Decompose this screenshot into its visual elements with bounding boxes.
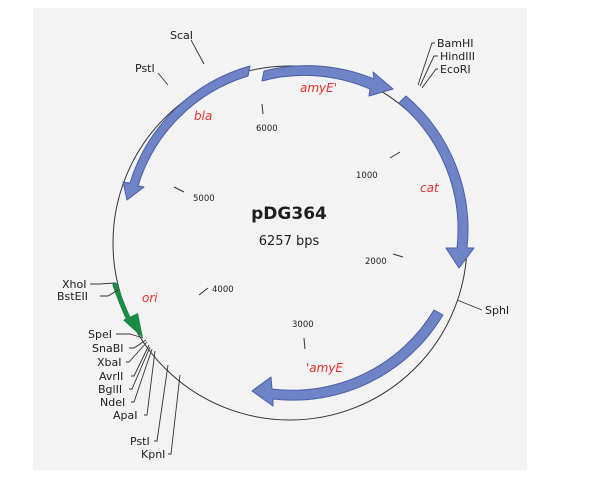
tick-2000: [392, 253, 404, 258]
arrow-amye-back: [251, 309, 444, 407]
label-amye-front: amyE': [300, 81, 337, 95]
site-ecori: EcoRI: [440, 63, 471, 76]
leader-psti-top: [157, 72, 169, 86]
leader-bamhi: [417, 42, 435, 86]
site-scai: ScaI: [170, 29, 193, 42]
site-ndei: NdeI: [100, 396, 125, 409]
site-apai: ApaI: [113, 409, 138, 422]
coord-6000: 6000: [256, 124, 278, 134]
tick-1000: [389, 151, 401, 159]
leader-sphi: [456, 299, 483, 311]
leader-ecori: [421, 68, 438, 89]
feature-arrows: [112, 65, 475, 407]
leader-bsteii: [100, 289, 119, 297]
coordinate-ticks: [173, 103, 404, 350]
label-ori: ori: [142, 291, 158, 305]
tick-5000: [173, 186, 185, 193]
site-kpni: KpnI: [141, 448, 165, 461]
leader-psti-bottom: [154, 364, 169, 442]
site-leader-lines: [90, 39, 483, 455]
site-avrii: AvrII: [99, 370, 123, 383]
site-hindiii: HindIII: [440, 50, 475, 63]
site-spei: SpeI: [88, 328, 112, 341]
leader-apai: [144, 350, 156, 416]
arrow-ori-head: [123, 313, 143, 338]
coord-4000: 4000: [212, 285, 234, 295]
leader-hindiii: [419, 55, 438, 87]
leader-kpni: [168, 374, 181, 455]
arrow-bla: [122, 65, 251, 201]
coord-5000: 5000: [193, 194, 215, 204]
coord-3000: 3000: [292, 320, 314, 330]
coord-1000: 1000: [356, 171, 378, 181]
coord-2000: 2000: [365, 257, 387, 267]
leader-xbai: [126, 341, 148, 363]
plasmid-size: 6257 bps: [259, 234, 320, 249]
arrow-cat: [398, 95, 475, 269]
site-bamhi: BamHI: [437, 37, 474, 50]
label-cat: cat: [420, 181, 440, 195]
site-xhoi: XhoI: [62, 278, 86, 291]
leader-ndei: [131, 348, 153, 403]
leader-snabi: [129, 339, 147, 349]
leader-bglii: [129, 346, 151, 390]
leader-spei: [116, 333, 144, 339]
leader-xhoi: [90, 282, 116, 285]
tick-6000: [261, 103, 264, 115]
leader-scai: [190, 39, 205, 65]
site-psti-top: PstI: [135, 62, 155, 75]
site-sphi: SphI: [485, 304, 509, 317]
label-amye-back: 'amyE: [306, 361, 343, 375]
site-bglii: BglII: [98, 383, 122, 396]
arrow-amye-front: [261, 65, 394, 97]
tick-4000: [198, 287, 209, 296]
plasmid-name: pDG364: [251, 204, 327, 224]
site-xbai: XbaI: [97, 356, 122, 369]
site-psti-bottom: PstI: [130, 435, 150, 448]
leader-avrii: [131, 344, 150, 377]
label-bla: bla: [194, 109, 212, 123]
tick-3000: [303, 337, 306, 350]
site-snabi: SnaBI: [92, 342, 124, 355]
site-bsteii: BstEII: [57, 290, 88, 303]
